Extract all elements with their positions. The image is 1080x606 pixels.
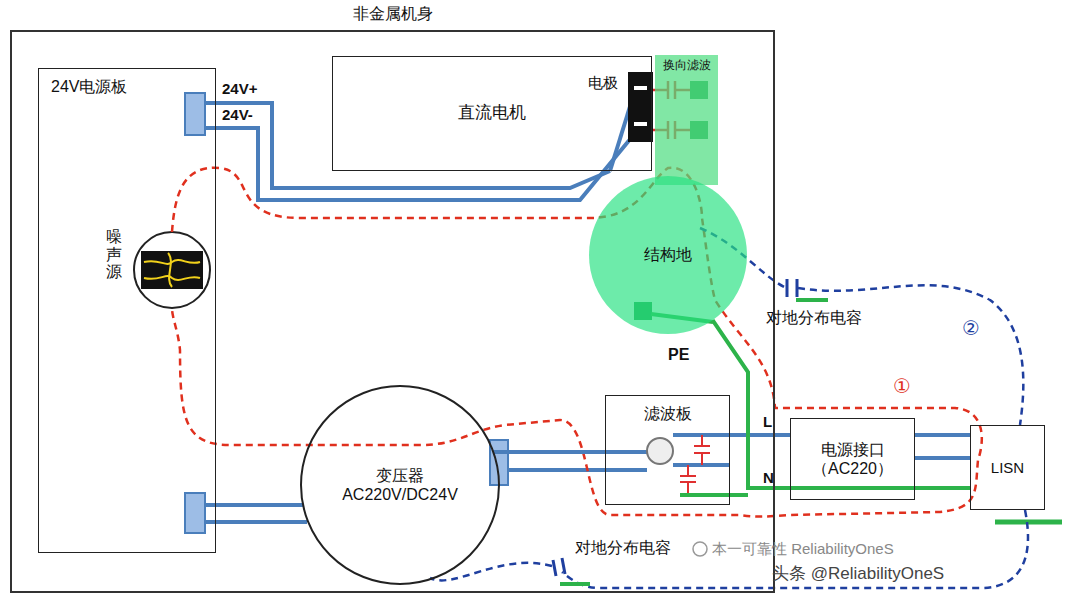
wire-name: L: [763, 413, 772, 430]
node-text: 变压器 AC220V/DC24V: [335, 466, 465, 504]
terminal-mark: [634, 122, 647, 126]
node-text: 结构地: [644, 245, 692, 264]
node-text: 滤波板: [644, 404, 692, 423]
power-wire: [493, 450, 605, 454]
connector-pin: [185, 93, 205, 135]
power-inlet-box: 电源接口 （AC220）: [790, 418, 915, 500]
ground-bar: [796, 298, 828, 302]
noise-loop-path: [172, 168, 982, 517]
power-wire: [216, 103, 610, 188]
pin-name: 24V-: [222, 106, 253, 123]
pin-name-slot: 24V-: [222, 106, 253, 123]
part-name-slot: 对地分布电容: [575, 538, 671, 559]
wire: [205, 503, 216, 507]
ground-circle: 结构地: [588, 175, 748, 335]
terminal-block: [628, 72, 653, 142]
ground-bar: [560, 582, 590, 586]
callout-number-slot: ①: [893, 374, 911, 398]
node-text: 电源接口 （AC220）: [801, 440, 905, 478]
filter-board-box: 滤波板: [605, 395, 730, 505]
watermark-slot: 头条 @ReliabilityOneS: [772, 562, 944, 585]
common-mode-choke: [647, 438, 673, 464]
wire-group: [205, 100, 970, 522]
watermark-icon: [693, 542, 707, 556]
transformer-circle: 变压器 AC220V/DC24V: [300, 385, 500, 585]
wire: [499, 468, 647, 472]
wire: [605, 450, 647, 454]
noise-source-icon: [141, 251, 203, 289]
noise-waves: [144, 253, 200, 287]
node-text: 换向滤波: [663, 58, 711, 72]
terminal-mark: [634, 86, 647, 90]
housing-outline: 非金属机身24V电源板直流电机换向滤波结构地变压器 AC220V/DC24V滤波…: [10, 30, 775, 593]
watermark: 头条 @ReliabilityOneS: [772, 562, 944, 585]
node-text: 直流电机: [458, 103, 526, 123]
part-name: 噪声源: [106, 228, 122, 281]
part-name-slot: 噪声源: [106, 228, 122, 281]
lisn-box: LISN: [970, 425, 1045, 510]
ground-bar: [995, 520, 1062, 525]
wire-name-slot: PE: [668, 346, 689, 364]
wire-name: N: [763, 469, 774, 486]
part-name-slot: 对地分布电容: [766, 308, 862, 329]
watermark-slot: 本一可靠性 ReliabilityOneS: [712, 540, 894, 559]
node-text: 非金属机身: [353, 4, 433, 23]
wire: [205, 101, 216, 105]
motor-box: 直流电机: [332, 56, 652, 171]
filter-band: 换向滤波: [655, 55, 718, 185]
part-name: 对地分布电容: [766, 308, 862, 329]
callout-number: ②: [962, 316, 980, 340]
transformer-circle: [301, 386, 499, 584]
wire-name: PE: [668, 346, 689, 364]
pe-wire: [790, 486, 970, 490]
wire: [205, 520, 307, 524]
capacitor-symbol: [680, 435, 710, 495]
watermark: 本一可靠性 ReliabilityOneS: [712, 540, 894, 559]
part-name: 对地分布电容: [575, 538, 671, 559]
part-name: 电极: [588, 74, 618, 93]
wire-name-slot: N: [763, 469, 774, 486]
node-text: 24V电源板: [51, 77, 127, 96]
transformer-circle-shape: [300, 385, 500, 585]
callout-number-slot: ②: [962, 316, 980, 340]
connector-pin: [185, 493, 205, 533]
wire-name-slot: L: [763, 413, 772, 430]
power-board-box: 24V电源板: [38, 68, 216, 553]
pe-wire: [713, 320, 790, 488]
callout-number: ①: [893, 374, 911, 398]
pin-name: 24V+: [222, 80, 257, 97]
ground-wire: [680, 493, 748, 497]
pin-name-slot: 24V+: [222, 80, 257, 97]
wire: [915, 456, 970, 460]
noise-source-icon: [134, 232, 210, 308]
power-wire: [216, 503, 303, 507]
power-wire: [915, 433, 970, 437]
ground-circle: [589, 176, 747, 334]
part-name-slot: 电极: [588, 74, 618, 93]
power-wire: [730, 433, 790, 437]
node-text: LISN: [991, 459, 1024, 477]
